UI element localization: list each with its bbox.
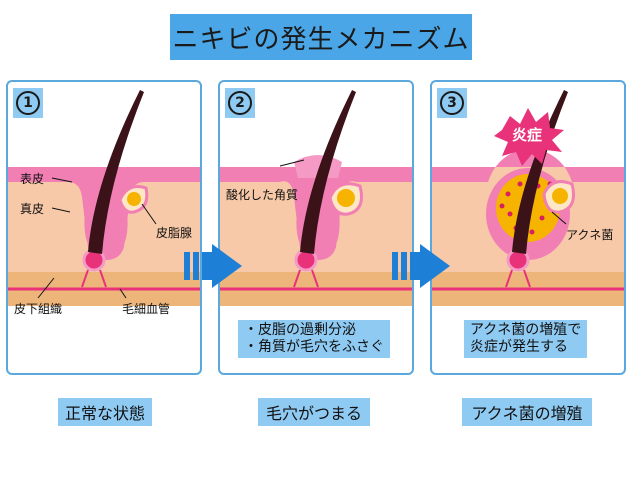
leader-capillary (119, 288, 127, 299)
leader-sebaceous (141, 203, 157, 225)
panel-normal: 1 表皮 真皮 皮脂腺 皮下組織 毛細血管 (6, 80, 202, 375)
hair-icon (300, 90, 356, 254)
follicle-roots (293, 269, 319, 288)
sebum-blob (552, 188, 568, 204)
note-line: ・角質が毛穴をふさぐ (244, 339, 384, 355)
hair-icon (88, 90, 144, 254)
circled-number-icon: 1 (16, 91, 40, 115)
leader-acne-bacteria (551, 211, 567, 225)
hair-icon (512, 90, 568, 254)
arrow-right-icon (392, 244, 450, 288)
label-sebaceous-gland: 皮脂腺 (156, 226, 193, 240)
panel-3-note: アクネ菌の増殖で 炎症が発生する (464, 320, 588, 358)
inflammation-burst-icon (494, 108, 564, 166)
leader-dermis (51, 207, 71, 213)
label-capillary: 毛細血管 (122, 302, 171, 316)
leader-epidermis (51, 177, 73, 183)
note-line: 炎症が発生する (470, 339, 568, 355)
label-subcutaneous: 皮下組織 (14, 302, 63, 316)
caption-normal: 正常な状態 (58, 398, 152, 426)
note-line: アクネ菌の増殖で (470, 322, 582, 338)
page-title: ニキビの発生メカニズム (170, 14, 472, 60)
circled-number-icon: 3 (440, 91, 464, 115)
leader-oxidized-keratin (279, 159, 305, 167)
caption-clogged-pore: 毛穴がつまる (258, 398, 370, 426)
panel-clogged-pore: 2 酸化した角質 ・皮脂の過剰分泌 ・角質が毛穴をふさぐ (218, 80, 414, 375)
sebum-blob (337, 189, 355, 207)
circled-number-icon: 2 (228, 91, 252, 115)
label-epidermis: 表皮 (20, 172, 45, 186)
follicle-roots (81, 269, 107, 288)
step-number-3: 3 (437, 88, 467, 118)
step-number-2: 2 (225, 88, 255, 118)
caption-bacteria-growth: アクネ菌の増殖 (462, 398, 592, 426)
label-oxidized-keratin: 酸化した角質 (226, 188, 299, 202)
skin-cross-section-clogged (220, 90, 412, 306)
leader-subcutaneous (37, 277, 55, 299)
arrow-right-icon (184, 244, 242, 288)
panel-bacteria-growth: 3 炎症 アクネ菌 アクネ菌の増殖で 炎症が発生する (430, 80, 626, 375)
hair-follicle (84, 211, 128, 261)
epidermis-layer (432, 148, 624, 182)
sebum-blob (127, 192, 141, 206)
panel-2-note: ・皮脂の過剰分泌 ・角質が毛穴をふさぐ (238, 320, 390, 358)
skin-cross-section-inflamed (432, 90, 624, 306)
skin-cross-section-normal (8, 90, 200, 306)
label-acne-bacteria: アクネ菌 (566, 228, 614, 242)
step-number-1: 1 (13, 88, 43, 118)
follicle-roots (505, 269, 531, 288)
note-line: ・皮脂の過剰分泌 (244, 322, 356, 338)
label-dermis: 真皮 (20, 202, 45, 216)
hair-follicle (296, 211, 340, 261)
label-inflammation: 炎症 (512, 126, 543, 144)
